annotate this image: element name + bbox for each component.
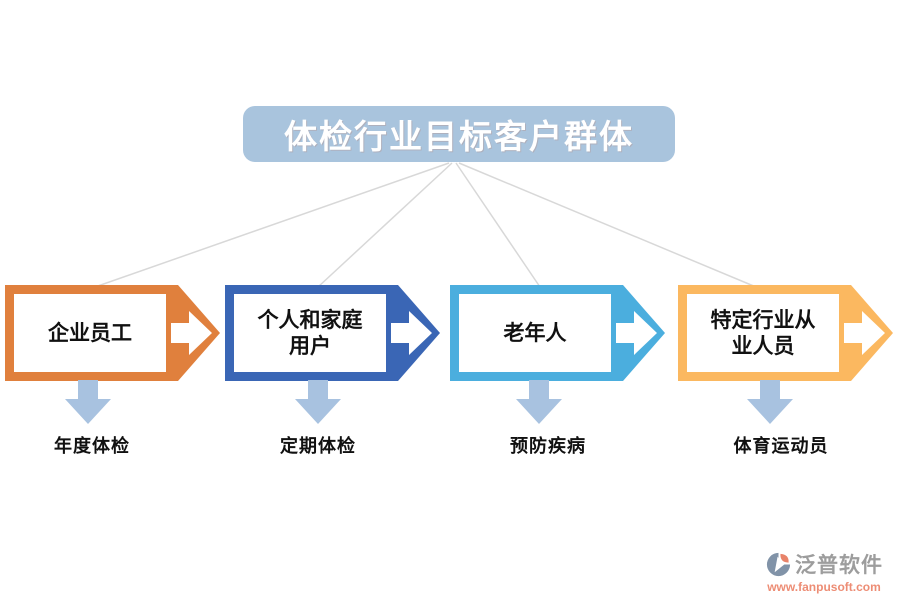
watermark-row: 泛普软件 xyxy=(765,549,883,579)
outcome-label: 预防疾病 xyxy=(510,436,586,456)
down-arrow-glyph xyxy=(747,380,793,424)
pentagon-inner xyxy=(234,294,386,372)
group-label: 老年人 xyxy=(503,320,567,345)
pentagon-inner xyxy=(687,294,839,372)
connector-line xyxy=(317,162,453,288)
down-arrow-icon xyxy=(295,380,341,424)
group-label: 个人和家庭 用户 xyxy=(257,307,363,358)
diagram-title: 体检行业目标客户群体 xyxy=(243,106,675,162)
watermark-url: www.fanpusoft.com xyxy=(767,580,881,594)
right-arrow-icon xyxy=(391,311,432,355)
right-arrow-icon xyxy=(171,311,212,355)
outcome-label: 年度体检 xyxy=(54,436,130,456)
connector-line xyxy=(94,162,450,288)
arrow-pentagon-shape xyxy=(225,285,440,381)
connector-line xyxy=(458,162,757,288)
diagram-title-text: 体检行业目标客户群体 xyxy=(284,120,634,156)
target-group-box-specific-industry: 特定行业从 业人员 xyxy=(678,285,893,381)
watermark-brand: 泛普软件 xyxy=(795,553,883,577)
down-arrow-glyph xyxy=(516,380,562,424)
down-arrow-icon xyxy=(747,380,793,424)
target-group-box-individual-family: 个人和家庭 用户 xyxy=(225,285,440,381)
down-arrow-glyph xyxy=(295,380,341,424)
arrow-pentagon-shape xyxy=(678,285,893,381)
target-group-box-elderly: 老年人 xyxy=(450,285,665,381)
outcome-label: 定期体检 xyxy=(280,436,356,456)
outcome-label: 体育运动员 xyxy=(733,436,829,456)
pentagon-inner xyxy=(14,294,166,372)
fanpu-logo-icon xyxy=(766,552,791,576)
target-group-box-enterprise-employees: 企业员工 xyxy=(5,285,220,381)
group-label: 企业员工 xyxy=(48,320,132,345)
pentagon-inner xyxy=(459,294,611,372)
right-arrow-icon xyxy=(616,311,657,355)
down-arrow-icon xyxy=(516,380,562,424)
down-arrow-glyph xyxy=(65,380,111,424)
down-arrow-icon xyxy=(65,380,111,424)
arrow-pentagon-shape xyxy=(5,285,220,381)
right-arrow-icon xyxy=(844,311,885,355)
group-label: 特定行业从 业人员 xyxy=(710,307,816,358)
arrow-pentagon-shape xyxy=(450,285,665,381)
watermark: 泛普软件 www.fanpusoft.com xyxy=(750,549,898,594)
connector-line xyxy=(455,162,541,288)
